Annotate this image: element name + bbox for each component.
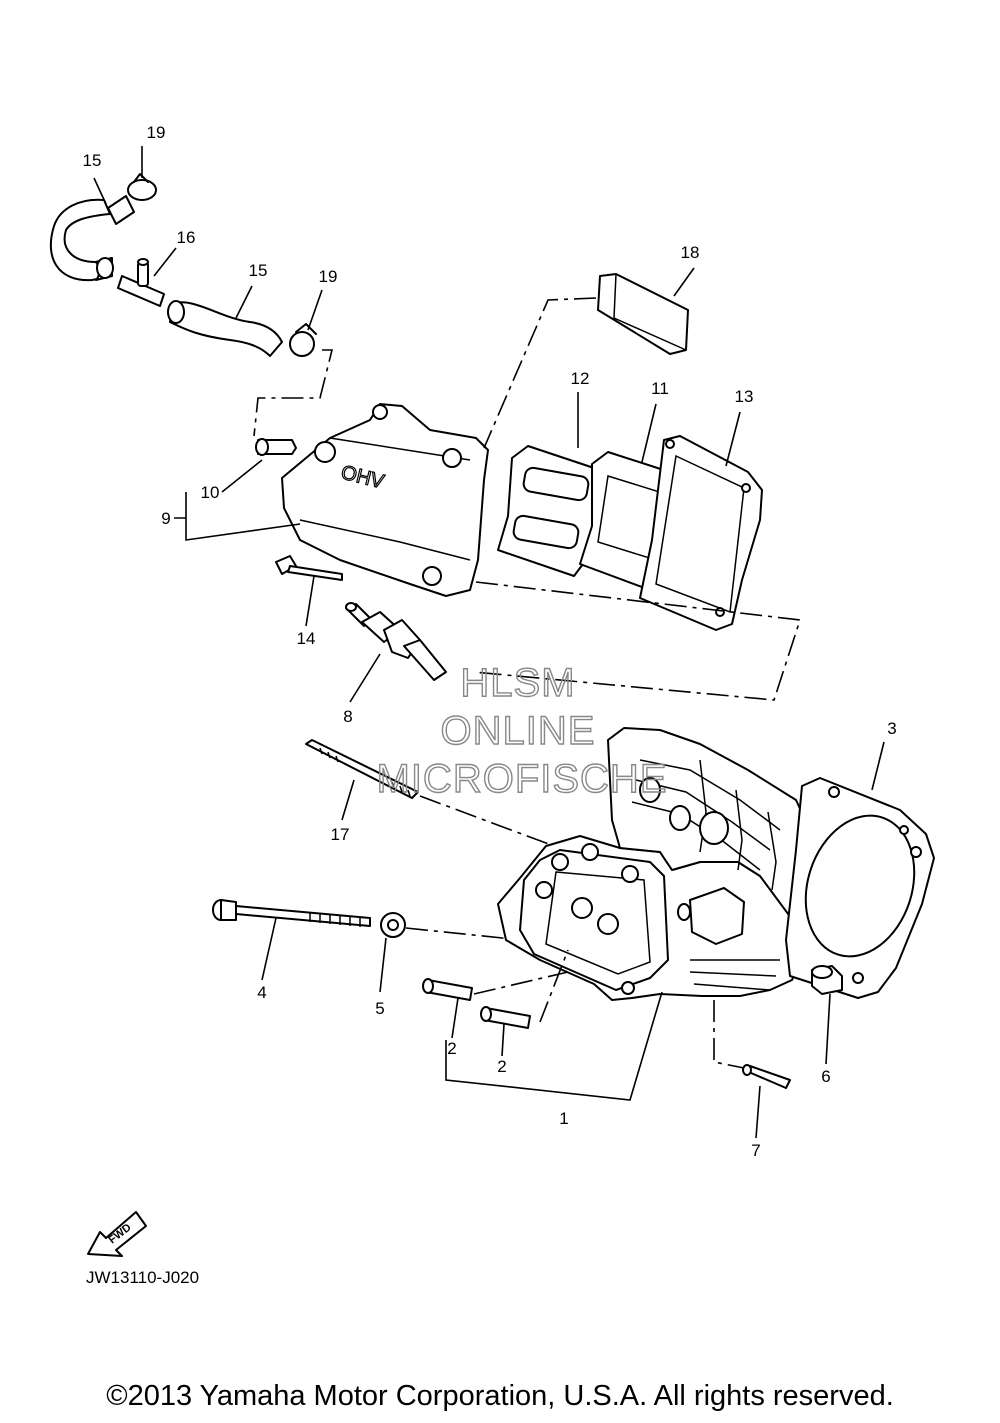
breather-hose-lower: [167, 300, 283, 357]
breather-fitting: [255, 438, 297, 456]
dowel-pin: [811, 965, 843, 995]
cover-gasket-inner: [497, 445, 613, 577]
stud-bolt-long: [305, 739, 419, 799]
watermark-line-2: ONLINE: [441, 709, 596, 753]
callout-2-left: 2: [447, 1039, 456, 1058]
callout-3: 3: [887, 719, 896, 738]
callout-13: 13: [735, 387, 754, 406]
watermark-line-3: MICROFISCHE: [377, 757, 668, 801]
cylinder-head-gasket: [785, 777, 935, 999]
diagram-code: JW13110-J020: [86, 1268, 200, 1287]
callout-6: 6: [821, 1067, 830, 1086]
callout-17: 17: [331, 825, 350, 844]
callout-7: 7: [751, 1141, 760, 1160]
callout-2-right: 2: [497, 1057, 506, 1076]
cylinder-head-cover: OHV: [281, 403, 489, 597]
callout-10: 10: [201, 483, 220, 502]
cover-seal-pad: [597, 273, 689, 355]
callout-16: 16: [177, 228, 196, 247]
callout-15-lower: 15: [249, 261, 268, 280]
breather-hose-upper: [49, 195, 135, 282]
stud-bolt-short: [742, 1064, 791, 1089]
callout-8: 8: [343, 707, 352, 726]
callout-19-lower: 19: [319, 267, 338, 286]
callout-14: 14: [297, 629, 316, 648]
callout-4: 4: [257, 983, 266, 1002]
spark-plug: [345, 602, 447, 681]
hose-clamp-upper: [127, 173, 157, 201]
valve-guide-1: [422, 978, 473, 1001]
callout-18: 18: [681, 243, 700, 262]
callout-5: 5: [375, 999, 384, 1018]
head-bolt: [212, 899, 371, 927]
copyright-notice: ©2013 Yamaha Motor Corporation, U.S.A. A…: [106, 1380, 894, 1412]
cover-bolt: [275, 555, 343, 581]
watermark: HLSM ONLINE MICROFISCHE: [376, 660, 668, 801]
cover-gasket-outer: [639, 435, 763, 631]
callout-labels: 19 15 16 15 19 18 12 11 13 10 9 14 8 3 1…: [83, 123, 897, 1160]
callout-11: 11: [651, 379, 669, 398]
callout-9: 9: [161, 509, 170, 528]
cylinder-head: [497, 727, 813, 1001]
callout-1: 1: [559, 1109, 568, 1128]
fwd-arrow-icon: FWD: [87, 1211, 147, 1257]
watermark-line-1: HLSM: [460, 661, 575, 705]
leader-lines: [93, 146, 885, 1139]
callout-15-upper: 15: [83, 151, 102, 170]
callout-12: 12: [571, 369, 590, 388]
washer: [380, 912, 406, 938]
callout-19-upper: 19: [147, 123, 166, 142]
hose-clamp-lower: [289, 323, 317, 357]
valve-guide-2: [480, 1006, 531, 1029]
hose-joint: [117, 258, 165, 307]
